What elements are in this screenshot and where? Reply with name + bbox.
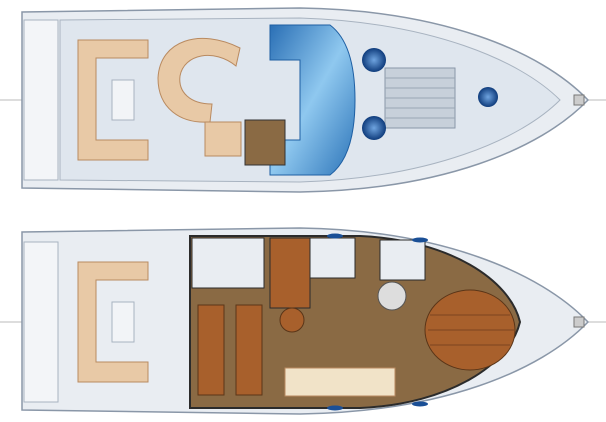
windscreen bbox=[269, 24, 356, 176]
mid-berth-right bbox=[235, 304, 263, 396]
deck-plan bbox=[0, 7, 606, 193]
hatch-icon bbox=[478, 87, 498, 107]
forward-head bbox=[379, 239, 426, 281]
helm-console bbox=[244, 119, 286, 166]
anchor-fitting bbox=[573, 94, 585, 106]
interior-plan bbox=[0, 227, 606, 415]
anchor-fitting bbox=[573, 316, 585, 328]
hatch-icon bbox=[362, 116, 386, 140]
saloon-sofa bbox=[284, 367, 396, 397]
aft-table bbox=[111, 301, 135, 343]
sunpad-slats bbox=[385, 77, 455, 119]
portlights bbox=[327, 233, 428, 411]
swim-platform bbox=[23, 241, 59, 403]
helm-seat bbox=[204, 121, 242, 157]
swim-platform bbox=[23, 19, 59, 181]
stool bbox=[279, 307, 305, 333]
aft-sofa bbox=[77, 39, 149, 161]
aft-sofa bbox=[77, 261, 149, 383]
head-compartment bbox=[191, 237, 265, 289]
berth-slats bbox=[428, 314, 514, 346]
mid-berth-left bbox=[197, 304, 225, 396]
galley-counter bbox=[269, 237, 311, 309]
steering-wheel bbox=[377, 281, 407, 311]
hatch-icon bbox=[362, 48, 386, 72]
aft-table bbox=[111, 79, 135, 121]
galley bbox=[309, 237, 356, 279]
